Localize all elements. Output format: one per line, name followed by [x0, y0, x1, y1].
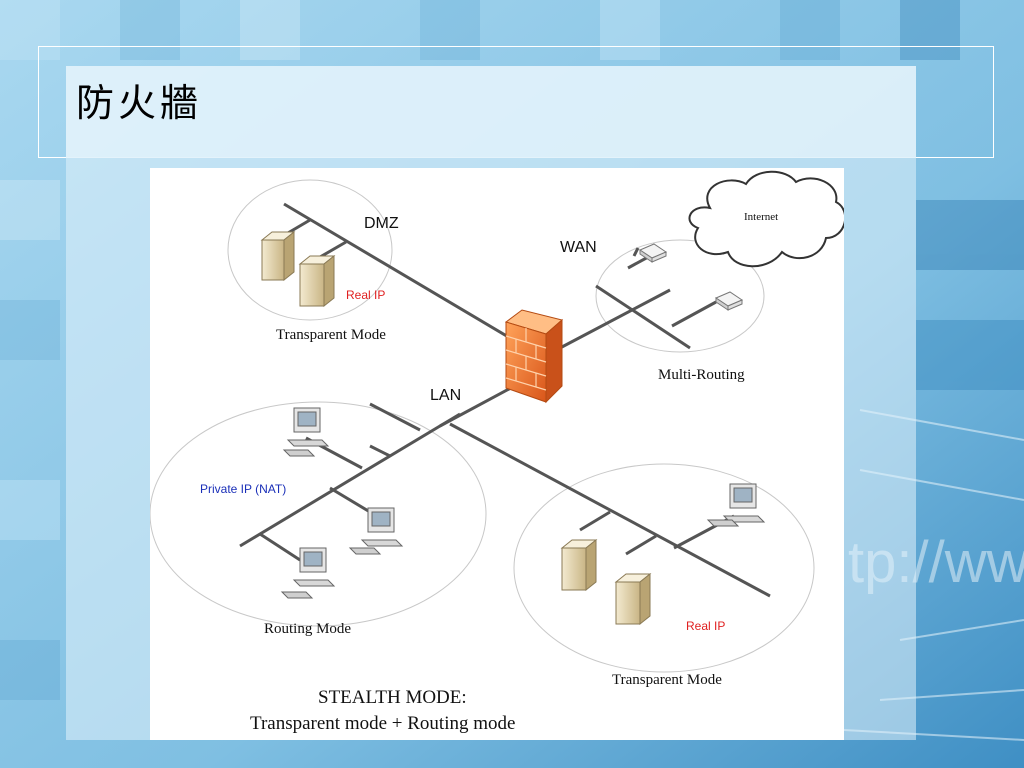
- firewall-network-diagram: DMZ Real IP Transparent Mode WAN Interne…: [150, 168, 844, 740]
- transparent-mode-label: Transparent Mode: [612, 672, 722, 688]
- wan-router-2: [714, 291, 744, 311]
- firewall-icon: [504, 309, 564, 404]
- workstation-1: [282, 407, 330, 457]
- internet-cloud: [688, 170, 844, 268]
- dmz-zone-ellipse: [227, 179, 393, 321]
- internet-label: Internet: [744, 211, 779, 223]
- network-cables: [239, 202, 771, 598]
- dmz-mode-label: Transparent Mode: [276, 327, 386, 343]
- caption-line-1: STEALTH MODE:: [318, 687, 467, 708]
- wan-router-1: [638, 243, 668, 263]
- wan-mode-label: Multi-Routing: [658, 367, 745, 383]
- slide-title: 防火牆: [76, 81, 203, 125]
- lan-label: LAN: [430, 387, 462, 404]
- dmz-label: DMZ: [364, 215, 399, 232]
- transparent-server-1: [560, 538, 598, 592]
- title-band: [66, 66, 916, 158]
- workstation-2: [348, 507, 404, 555]
- transparent-workstation: [706, 483, 766, 527]
- transparent-real-ip-label: Real IP: [686, 619, 726, 633]
- dmz-real-ip-label: Real IP: [346, 288, 386, 302]
- transparent-server-2: [614, 572, 652, 626]
- wan-label: WAN: [560, 239, 597, 256]
- private-ip-label: Private IP (NAT): [200, 482, 287, 496]
- diagram-canvas: [150, 170, 844, 673]
- routing-mode-label: Routing Mode: [264, 621, 352, 637]
- wan-zone-ellipse: [595, 239, 765, 353]
- workstation-3: [280, 547, 336, 599]
- routing-zone-ellipse: [150, 401, 487, 627]
- dmz-server-1: [260, 230, 296, 282]
- dmz-server-2: [298, 254, 336, 308]
- caption-line-2: Transparent mode + Routing mode: [250, 713, 516, 734]
- transparent-zone-ellipse: [513, 463, 815, 673]
